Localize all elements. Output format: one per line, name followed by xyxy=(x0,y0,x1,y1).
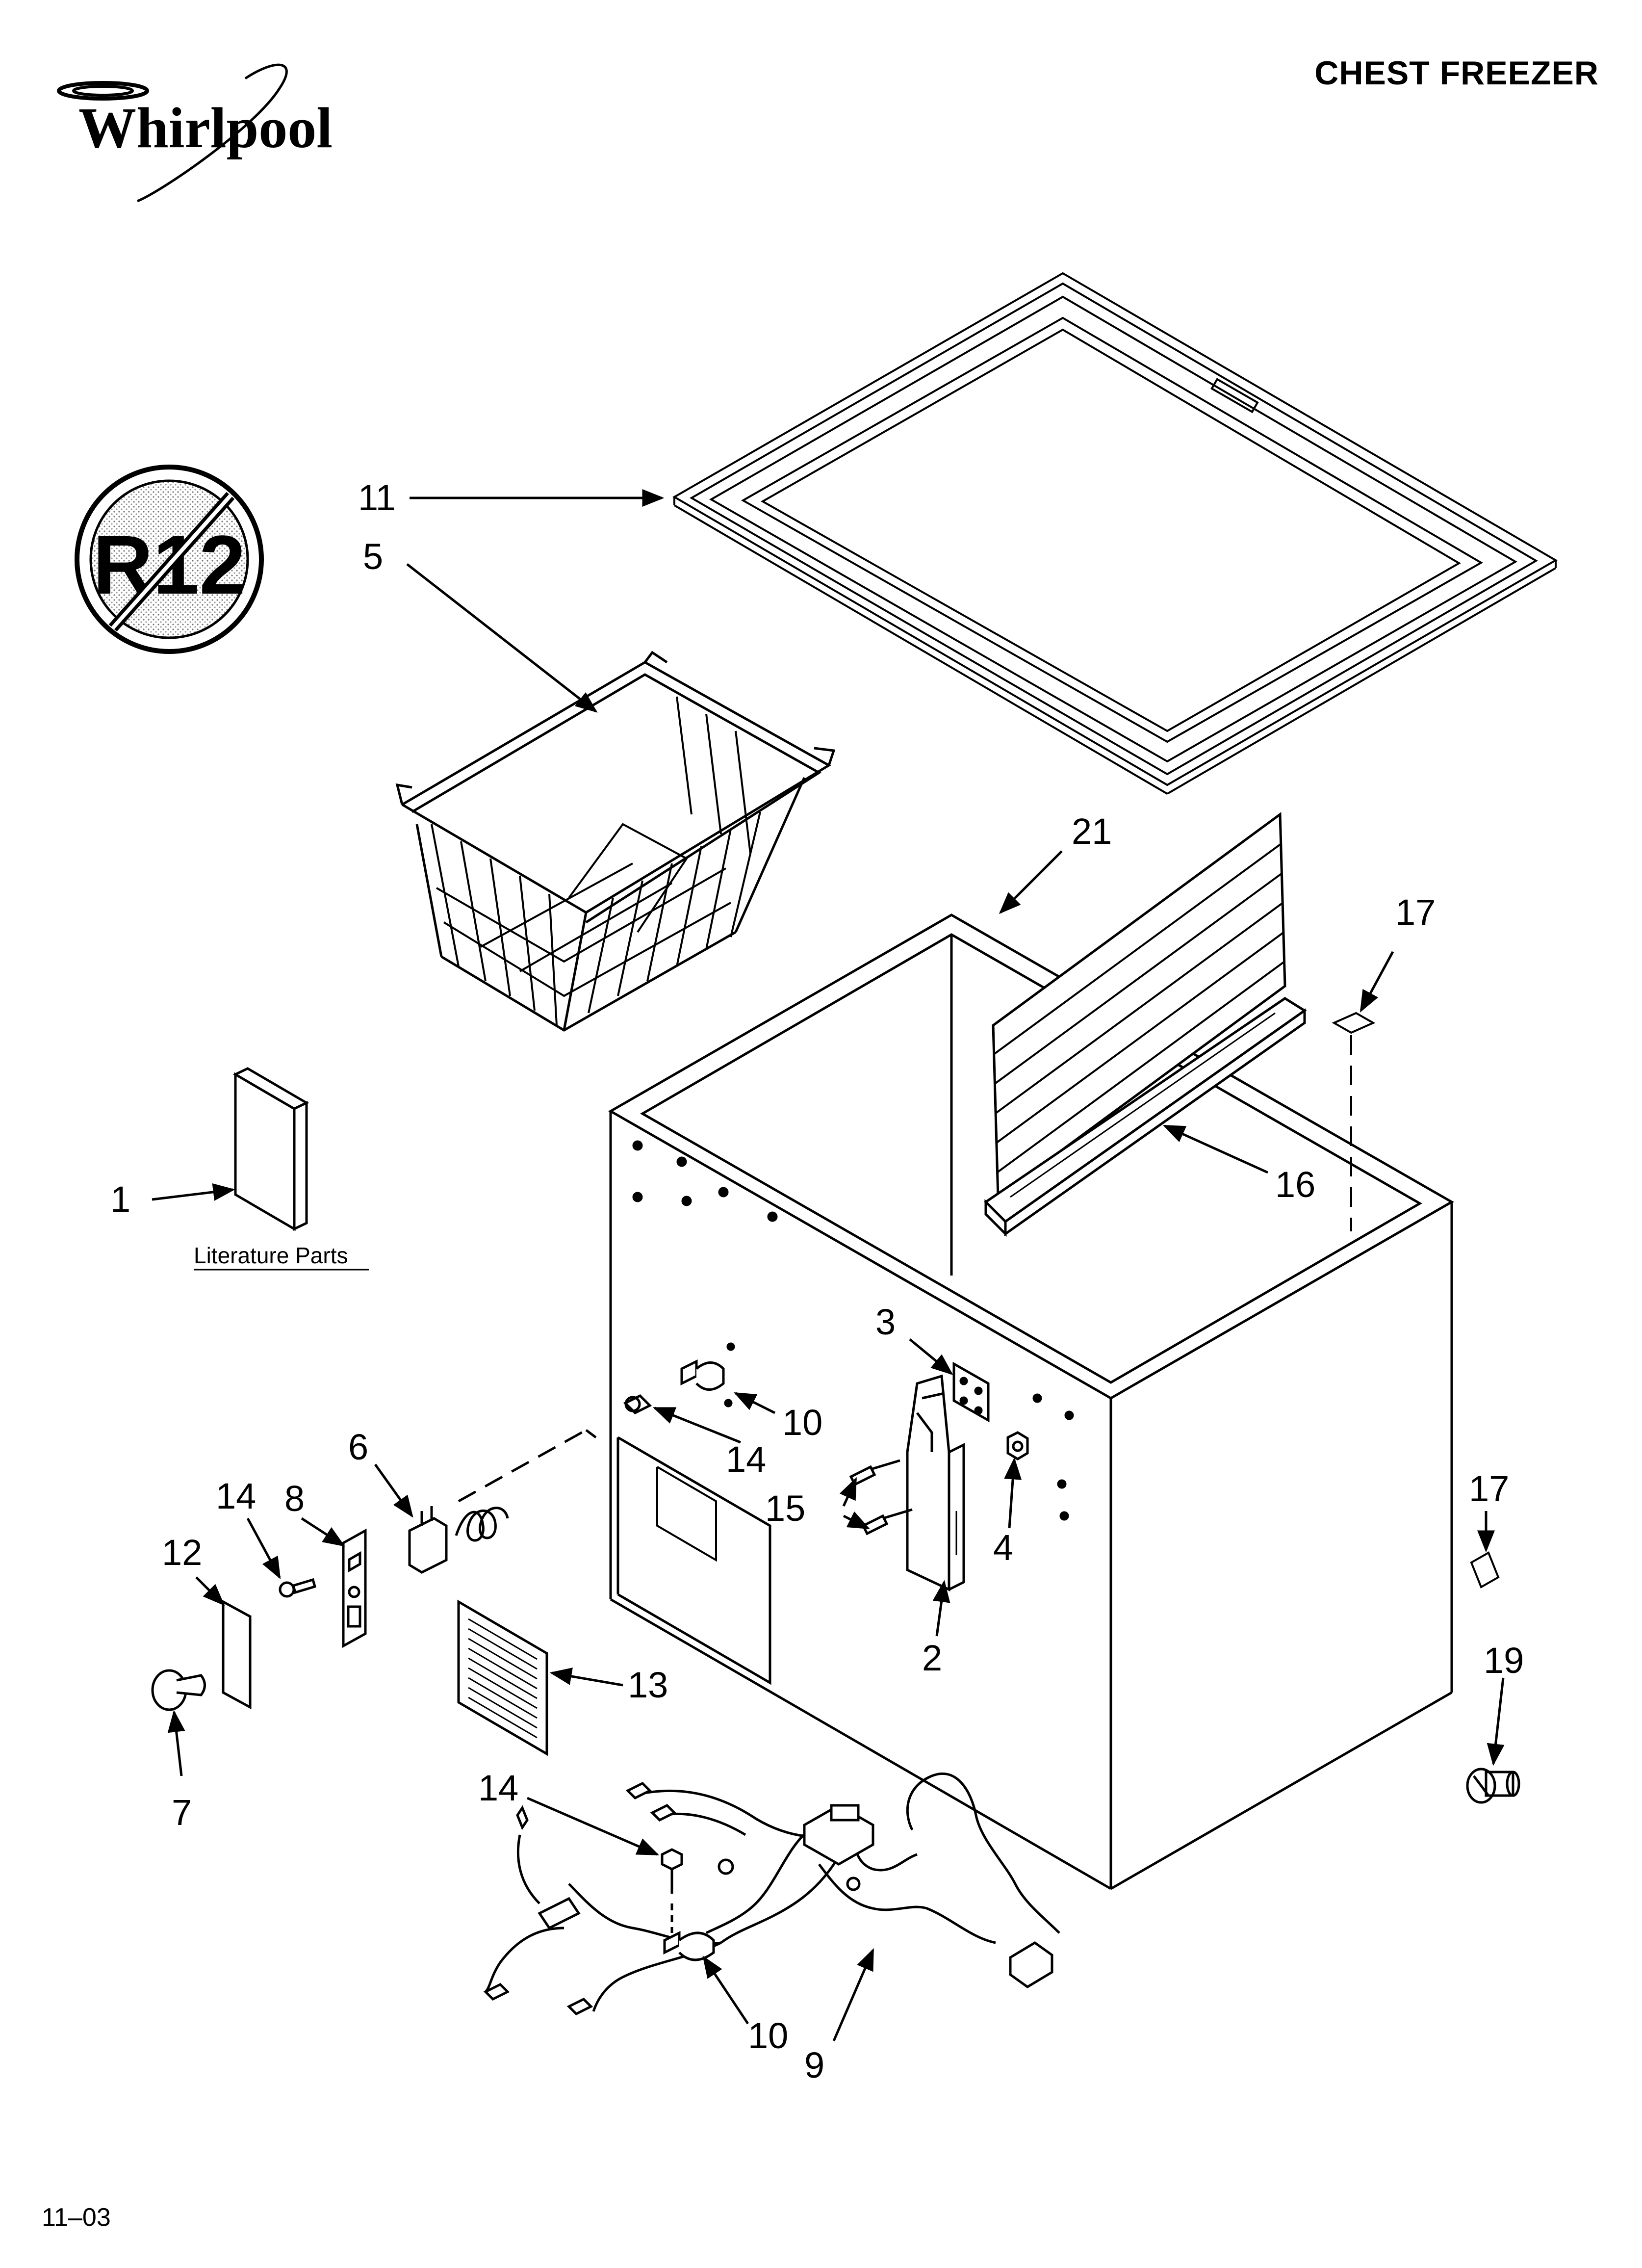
callout-9: 9 xyxy=(804,2045,824,2086)
part-cabinet xyxy=(611,915,1452,1889)
part-literature xyxy=(235,1069,307,1229)
callout-7: 7 xyxy=(172,1792,192,1833)
callout-14-lower: 14 xyxy=(478,1768,518,1808)
callout-6: 6 xyxy=(348,1427,368,1467)
leader-lines xyxy=(152,489,1503,2041)
part-knob xyxy=(153,1670,205,1710)
no-r12-badge: R12 xyxy=(77,467,261,652)
logo-text: Whirlpool xyxy=(78,96,333,160)
page-title: CHEST FREEZER xyxy=(1314,54,1599,92)
callout-1: 1 xyxy=(110,1179,130,1220)
whirlpool-logo: Whirlpool xyxy=(59,65,333,201)
callout-5: 5 xyxy=(363,536,383,577)
part-fitting xyxy=(1467,1769,1519,1802)
callout-labels: 11 5 21 17 16 1 3 10 14 15 4 2 17 19 6 8… xyxy=(110,477,1524,2086)
callout-2: 2 xyxy=(922,1638,942,1678)
part-control-plate xyxy=(343,1531,365,1646)
callout-21: 21 xyxy=(1072,811,1112,852)
part-screw-left xyxy=(280,1580,315,1596)
part-grille xyxy=(459,1602,547,1754)
part-strip xyxy=(223,1602,250,1707)
part-wire-basket xyxy=(397,652,834,1030)
part-label-top xyxy=(1334,1013,1373,1231)
callout-10-upper: 10 xyxy=(782,1402,822,1443)
callout-16: 16 xyxy=(1275,1164,1315,1205)
part-wire-harness xyxy=(486,1773,1059,2014)
part-clamp-upper xyxy=(625,1344,734,1413)
callout-12: 12 xyxy=(162,1532,202,1573)
literature-caption: Literature Parts xyxy=(194,1243,348,1268)
footer-code: 11–03 xyxy=(42,2203,111,2232)
callout-10-lower: 10 xyxy=(748,2015,788,2056)
part-lid-frame xyxy=(674,273,1556,794)
callout-11: 11 xyxy=(358,477,396,518)
callout-3: 3 xyxy=(875,1302,896,1342)
callout-19: 19 xyxy=(1484,1640,1524,1681)
callout-13: 13 xyxy=(628,1665,668,1705)
callout-17-top: 17 xyxy=(1395,892,1436,933)
part-label-side xyxy=(1471,1553,1498,1587)
callout-4: 4 xyxy=(993,1527,1013,1568)
callout-14-left: 14 xyxy=(216,1476,256,1516)
logo-swirl-icon xyxy=(59,83,147,99)
callout-14-upper: 14 xyxy=(726,1439,766,1480)
part-thermostat xyxy=(410,1430,596,1572)
callout-8: 8 xyxy=(284,1478,305,1519)
callout-15: 15 xyxy=(765,1488,805,1529)
part-divider xyxy=(986,814,1305,1234)
callout-17-side: 17 xyxy=(1469,1468,1509,1509)
